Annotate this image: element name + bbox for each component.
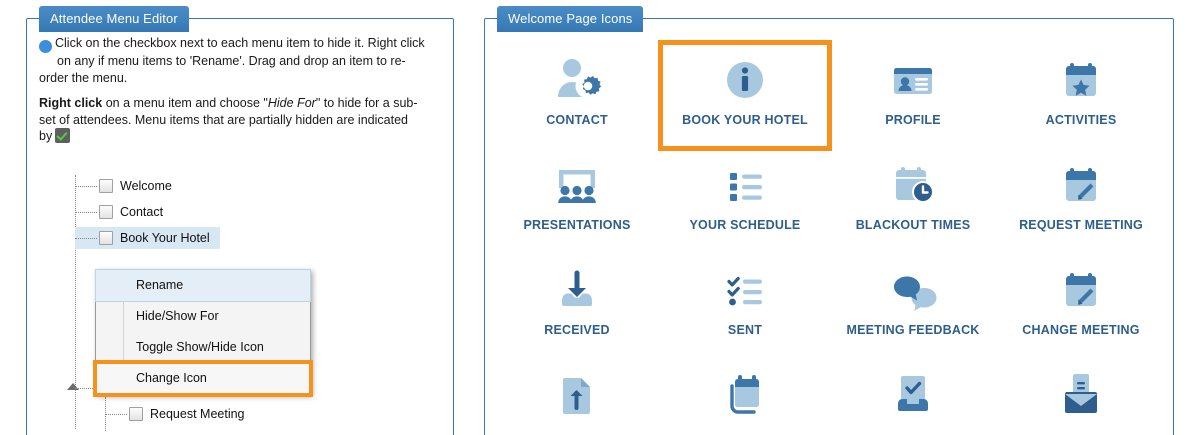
tree-row: Contact: [49, 201, 449, 227]
icon-cell-contact[interactable]: CONTACT: [493, 43, 661, 148]
instruction-line-1: Click on the checkbox next to each menu …: [55, 36, 425, 50]
icon-cell-sent[interactable]: SENT: [661, 253, 829, 358]
instruction-by-text: by: [39, 129, 53, 143]
icon-label: CHANGE MEETING: [1022, 323, 1140, 337]
icon-label: PROFILE: [885, 113, 941, 127]
tree-expander-icon-meeting-requests[interactable]: [67, 383, 79, 390]
tree-label: Request Meeting: [150, 407, 245, 421]
info-icon: i: [35, 40, 52, 53]
tree-label: Book Your Hotel: [120, 231, 210, 245]
welcome-page-icons-panel: Welcome Page Icons CONTACT: [484, 6, 1174, 435]
icon-cell-document-upload[interactable]: [493, 358, 661, 435]
icon-label: CONTACT: [546, 113, 608, 127]
instruction-line-3: order the menu.: [39, 70, 128, 85]
calendar-pencil-icon: [1066, 273, 1096, 306]
icon-label: RECEIVED: [544, 323, 610, 337]
icon-cell-change-meeting[interactable]: CHANGE MEETING: [997, 253, 1165, 358]
calendar-pencil-icon: [1066, 168, 1096, 201]
icon-label: BOOK YOUR HOTEL: [682, 113, 808, 127]
icon-label: PRESENTATIONS: [523, 218, 631, 232]
calendar-blank-icon: [730, 375, 759, 414]
icon-cell-activities[interactable]: ACTIVITIES: [997, 43, 1165, 148]
icon-cell-envelope-note[interactable]: [997, 358, 1165, 435]
inbox-download-icon: [562, 270, 592, 306]
icon-cell-presentations[interactable]: PRESENTATIONS: [493, 148, 661, 253]
tree-label: Contact: [120, 205, 164, 219]
instruction-paragraph-2: Right click on a menu item and choose "H…: [39, 95, 443, 145]
instruction-part-a: on a menu item and choose ": [102, 96, 268, 110]
context-menu-item-hide-show-for[interactable]: Hide/Show For: [136, 309, 219, 323]
tree-checkbox-request-meeting[interactable]: [129, 407, 143, 421]
tree-elbow-icon: [75, 211, 97, 213]
instruction-paragraph-2-line-3-wrap: by: [39, 128, 443, 145]
panel-title-attendee-menu-editor: Attendee Menu Editor: [39, 6, 189, 32]
envelope-note-icon: [1065, 374, 1097, 413]
tree-checkbox-welcome[interactable]: [99, 179, 113, 193]
icon-label: MEETING FEEDBACK: [846, 323, 980, 337]
instruction-part-b: " to hide for a sub-: [315, 96, 418, 110]
icon-cell-blackout-times[interactable]: BLACKOUT TIMES: [829, 148, 997, 253]
tree-item-contact[interactable]: Contact: [75, 201, 169, 223]
icon-cell-your-schedule[interactable]: YOUR SCHEDULE: [661, 148, 829, 253]
instruction-paragraph-2-line-2: set of attendees. Menu items that are pa…: [39, 112, 408, 127]
checklist-icon: [727, 276, 762, 306]
icon-cell-profile[interactable]: PROFILE: [829, 43, 997, 148]
icon-cell-book-your-hotel[interactable]: BOOK YOUR HOTEL: [658, 40, 832, 151]
tree-checkbox-contact[interactable]: [99, 205, 113, 219]
icon-cell-received[interactable]: RECEIVED: [493, 253, 661, 358]
icon-cell-request-meeting[interactable]: REQUEST MEETING: [997, 148, 1165, 253]
tree-checkbox-book-your-hotel[interactable]: [99, 231, 113, 245]
tree-elbow-icon: [75, 387, 97, 389]
calendar-star-icon: [1066, 63, 1096, 96]
calendar-clock-icon: [896, 167, 934, 203]
id-card-icon: [894, 68, 932, 94]
tree-elbow-icon: [105, 413, 127, 415]
info-circle-icon: [727, 62, 763, 98]
icon-cell-inbox-check[interactable]: [829, 358, 997, 435]
panel-title-welcome-page-icons: Welcome Page Icons: [497, 6, 644, 32]
context-menu-item-toggle-show-hide-icon[interactable]: Toggle Show/Hide Icon: [136, 340, 264, 354]
icon-label: ACTIVITIES: [1045, 113, 1117, 127]
instruction-line-2: on any if menu items to 'Rename'. Drag a…: [57, 54, 406, 68]
instruction-hide-for-italic: Hide For: [267, 96, 316, 110]
instruction-right-click-bold: Right click: [39, 96, 103, 110]
inbox-check-icon: [898, 376, 928, 411]
icon-cell-calendar-blank[interactable]: [661, 358, 829, 435]
tree-row: Request Meeting: [49, 397, 449, 431]
icon-label: YOUR SCHEDULE: [689, 218, 801, 232]
tree-item-book-your-hotel[interactable]: Book Your Hotel: [75, 227, 220, 249]
icon-label: BLACKOUT TIMES: [855, 218, 971, 232]
tree-label: Welcome: [120, 179, 172, 193]
context-menu-gutter: [96, 270, 124, 394]
icon-cell-meeting-feedback[interactable]: MEETING FEEDBACK: [829, 253, 997, 358]
bullet-list-icon: [730, 173, 762, 201]
context-menu-item-rename[interactable]: Rename: [95, 269, 311, 302]
tree-row: Book Your Hotel: [49, 227, 449, 253]
person-gear-icon: [558, 59, 602, 99]
context-menu-item-change-icon[interactable]: Change Icon: [93, 360, 313, 397]
speech-bubbles-icon: [894, 276, 937, 311]
green-check-icon: [55, 128, 71, 143]
tree-item-welcome[interactable]: Welcome: [75, 175, 178, 197]
icon-label: REQUEST MEETING: [1019, 218, 1143, 232]
context-menu: Rename Hide/Show For Toggle Show/Hide Ic…: [93, 269, 313, 397]
welcome-icon-grid: CONTACT BOOK YOUR HOTEL: [493, 40, 1165, 435]
icon-label: SENT: [727, 323, 763, 337]
tree-elbow-icon: [75, 237, 97, 239]
audience-screen-icon: [558, 170, 596, 203]
tree-item-request-meeting[interactable]: Request Meeting: [105, 403, 251, 425]
tree-elbow-icon: [75, 185, 97, 187]
tree-trunk-line: [75, 175, 76, 429]
tree-row: Welcome: [49, 175, 449, 201]
document-upload-icon: [563, 378, 590, 414]
